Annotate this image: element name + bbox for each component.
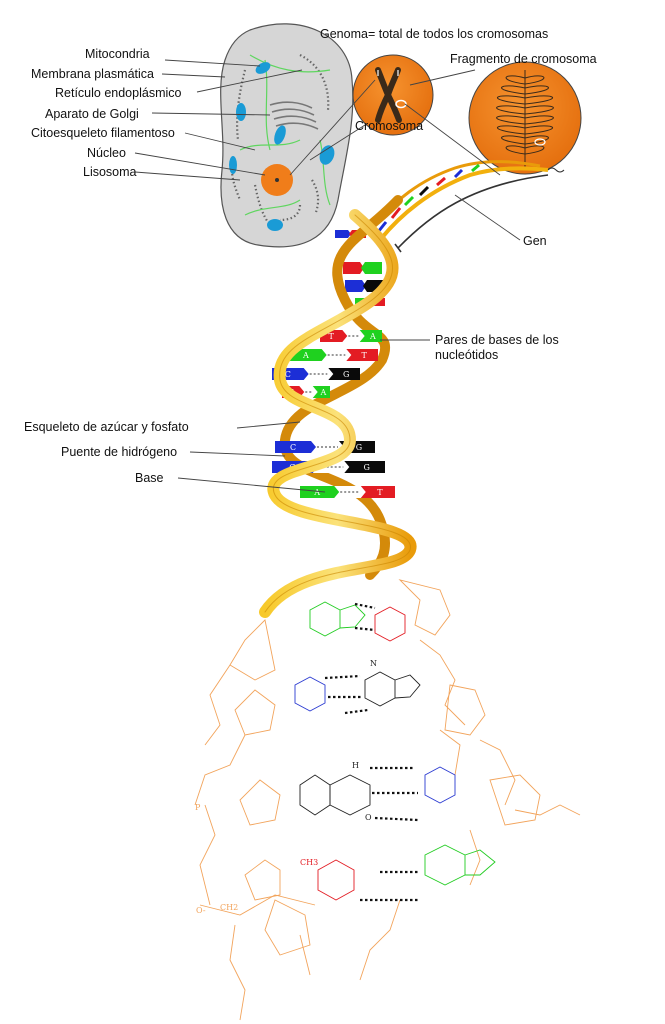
svg-text:P: P [195, 803, 201, 812]
svg-text:N: N [370, 659, 377, 668]
cytosine-mid [294, 676, 326, 712]
plasma-membrane [220, 23, 354, 248]
hydrogen-bonds-chem [324, 602, 420, 902]
label-gen: Gen [523, 234, 547, 248]
base-letter-right: G [356, 443, 362, 452]
guanine-lower [299, 774, 371, 816]
base-right [312, 386, 330, 398]
label-cromosoma: Cromosoma [355, 119, 423, 133]
label-membrana: Membrana plasmática [31, 67, 154, 81]
chromosome-shape [375, 67, 402, 123]
label-mitocondria: Mitocondria [85, 47, 150, 61]
base-right [360, 486, 395, 498]
label-lisosoma: Lisosoma [83, 165, 137, 179]
label-base: Base [135, 471, 164, 485]
guanine-mid [364, 671, 421, 707]
label-fragmento: Fragmento de cromosoma [450, 52, 597, 66]
base-left [300, 486, 340, 498]
atom-labels: N H O CH3 CH2 P O- [195, 659, 377, 915]
base-left [290, 349, 327, 361]
sugar-phosphate-backbone-right [359, 579, 581, 981]
base-letter-left: C [290, 443, 296, 452]
labels: Genoma= total de todos los cromosomas Fr… [24, 27, 597, 485]
adenine-lower [424, 844, 496, 886]
base-letter-right: T [377, 488, 383, 497]
base-right [359, 330, 382, 342]
fragment-loops [496, 70, 554, 168]
base-letter-right: G [343, 370, 349, 379]
base-letter-left: T [328, 332, 334, 341]
base-letter-left: A [313, 488, 320, 497]
label-reticulo: Retículo endoplásmico [55, 86, 182, 100]
label-esqueleto: Esqueleto de azúcar y fosfato [24, 420, 189, 434]
base-letter-left: A [302, 351, 309, 360]
sugar-phosphate-backbone-left [194, 619, 316, 1021]
chemical-structure: N H O CH3 CH2 P O- [194, 579, 581, 1021]
thymine-lower [317, 859, 355, 901]
cytosine-top [374, 606, 406, 642]
base-letter-right: A [319, 388, 326, 397]
label-genoma: Genoma= total de todos los cromosomas [320, 27, 548, 41]
svg-text:O-: O- [196, 906, 206, 915]
label-puente: Puente de hidrógeno [61, 445, 177, 459]
label-pares-1: Pares de bases de los [435, 333, 559, 347]
svg-text:O: O [365, 813, 372, 822]
label-nucleo: Núcleo [87, 146, 126, 160]
base-right [328, 368, 360, 380]
label-pares-2: nucleótidos [435, 348, 498, 362]
chromosome-bubble [352, 54, 434, 136]
label-citoesqueleto: Citoesqueleto filamentoso [31, 126, 175, 140]
chromosome-fragment-bubble [468, 61, 582, 175]
svg-text:H: H [352, 761, 359, 770]
endoplasmic-reticulum [230, 54, 330, 226]
svg-text:CH3: CH3 [300, 858, 318, 867]
leader-lines [134, 59, 521, 493]
base-letter-right: T [361, 351, 367, 360]
base-right [346, 349, 378, 361]
base-right [344, 461, 385, 473]
base-letter-left: C [285, 370, 291, 379]
svg-text:CH2: CH2 [220, 903, 238, 912]
base-letter-right: G [363, 463, 369, 472]
cytosine-lower [424, 766, 456, 804]
base-left [275, 441, 316, 453]
base-letter-right: A [369, 332, 376, 341]
cell-illustration [220, 23, 354, 248]
guanine-top [309, 601, 366, 637]
label-golgi: Aparato de Golgi [45, 107, 139, 121]
golgi-apparatus [269, 101, 319, 130]
